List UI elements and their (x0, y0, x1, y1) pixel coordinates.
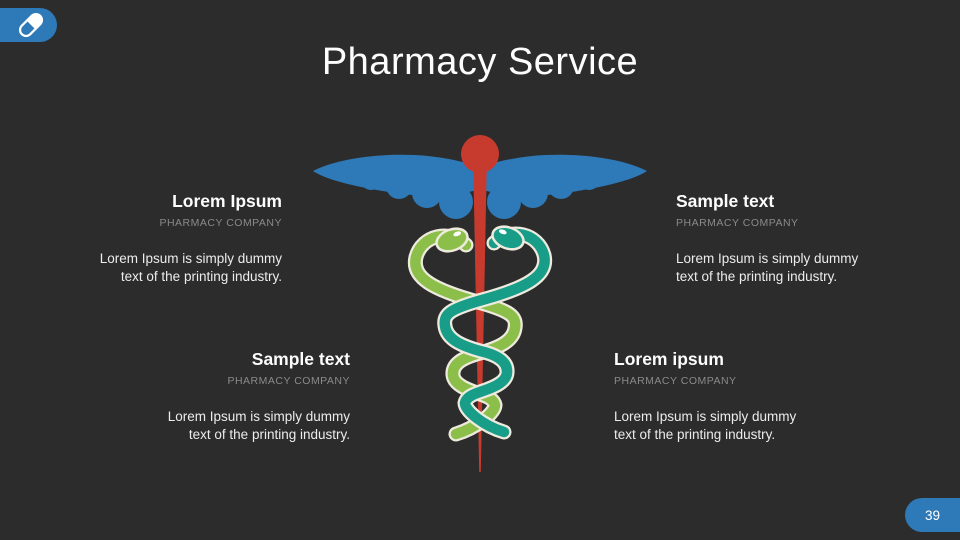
block-body: Lorem Ipsum is simply dummy text of the … (99, 251, 282, 284)
block-body: Lorem Ipsum is simply dummy text of the … (614, 409, 797, 442)
slide-title: Pharmacy Service (321, 41, 639, 83)
block-body: Lorem Ipsum is simply dummy text of the … (167, 409, 350, 442)
block-heading: Lorem ipsum (614, 349, 724, 369)
page-number-badge: 39 (905, 498, 960, 532)
block-body: Lorem Ipsum is simply dummy text of the … (676, 251, 859, 284)
snake-head-teal (491, 225, 525, 251)
snake-head-green (435, 227, 469, 253)
text-block-bottom-left: Sample text PHARMACY COMPANY Lorem Ipsum… (120, 348, 350, 444)
caduceus-staff (461, 135, 499, 472)
block-subheading: PHARMACY COMPANY (227, 375, 350, 387)
text-block-top-right: Sample text PHARMACY COMPANY Lorem Ipsum… (676, 190, 906, 286)
block-heading: Lorem Ipsum (172, 191, 282, 211)
block-subheading: PHARMACY COMPANY (676, 217, 799, 229)
caduceus-icon (313, 135, 647, 472)
block-subheading: PHARMACY COMPANY (159, 217, 282, 229)
pill-badge (0, 8, 57, 42)
block-subheading: PHARMACY COMPANY (614, 375, 737, 387)
block-heading: Sample text (251, 349, 350, 369)
caduceus-snakes (407, 225, 553, 442)
block-heading: Sample text (676, 191, 775, 211)
pill-icon (18, 12, 44, 38)
caduceus-wings (313, 154, 647, 219)
text-block-top-left: Lorem Ipsum PHARMACY COMPANY Lorem Ipsum… (52, 190, 282, 286)
text-block-bottom-right: Lorem ipsum PHARMACY COMPANY Lorem Ipsum… (614, 348, 844, 444)
page-number: 39 (924, 507, 941, 523)
